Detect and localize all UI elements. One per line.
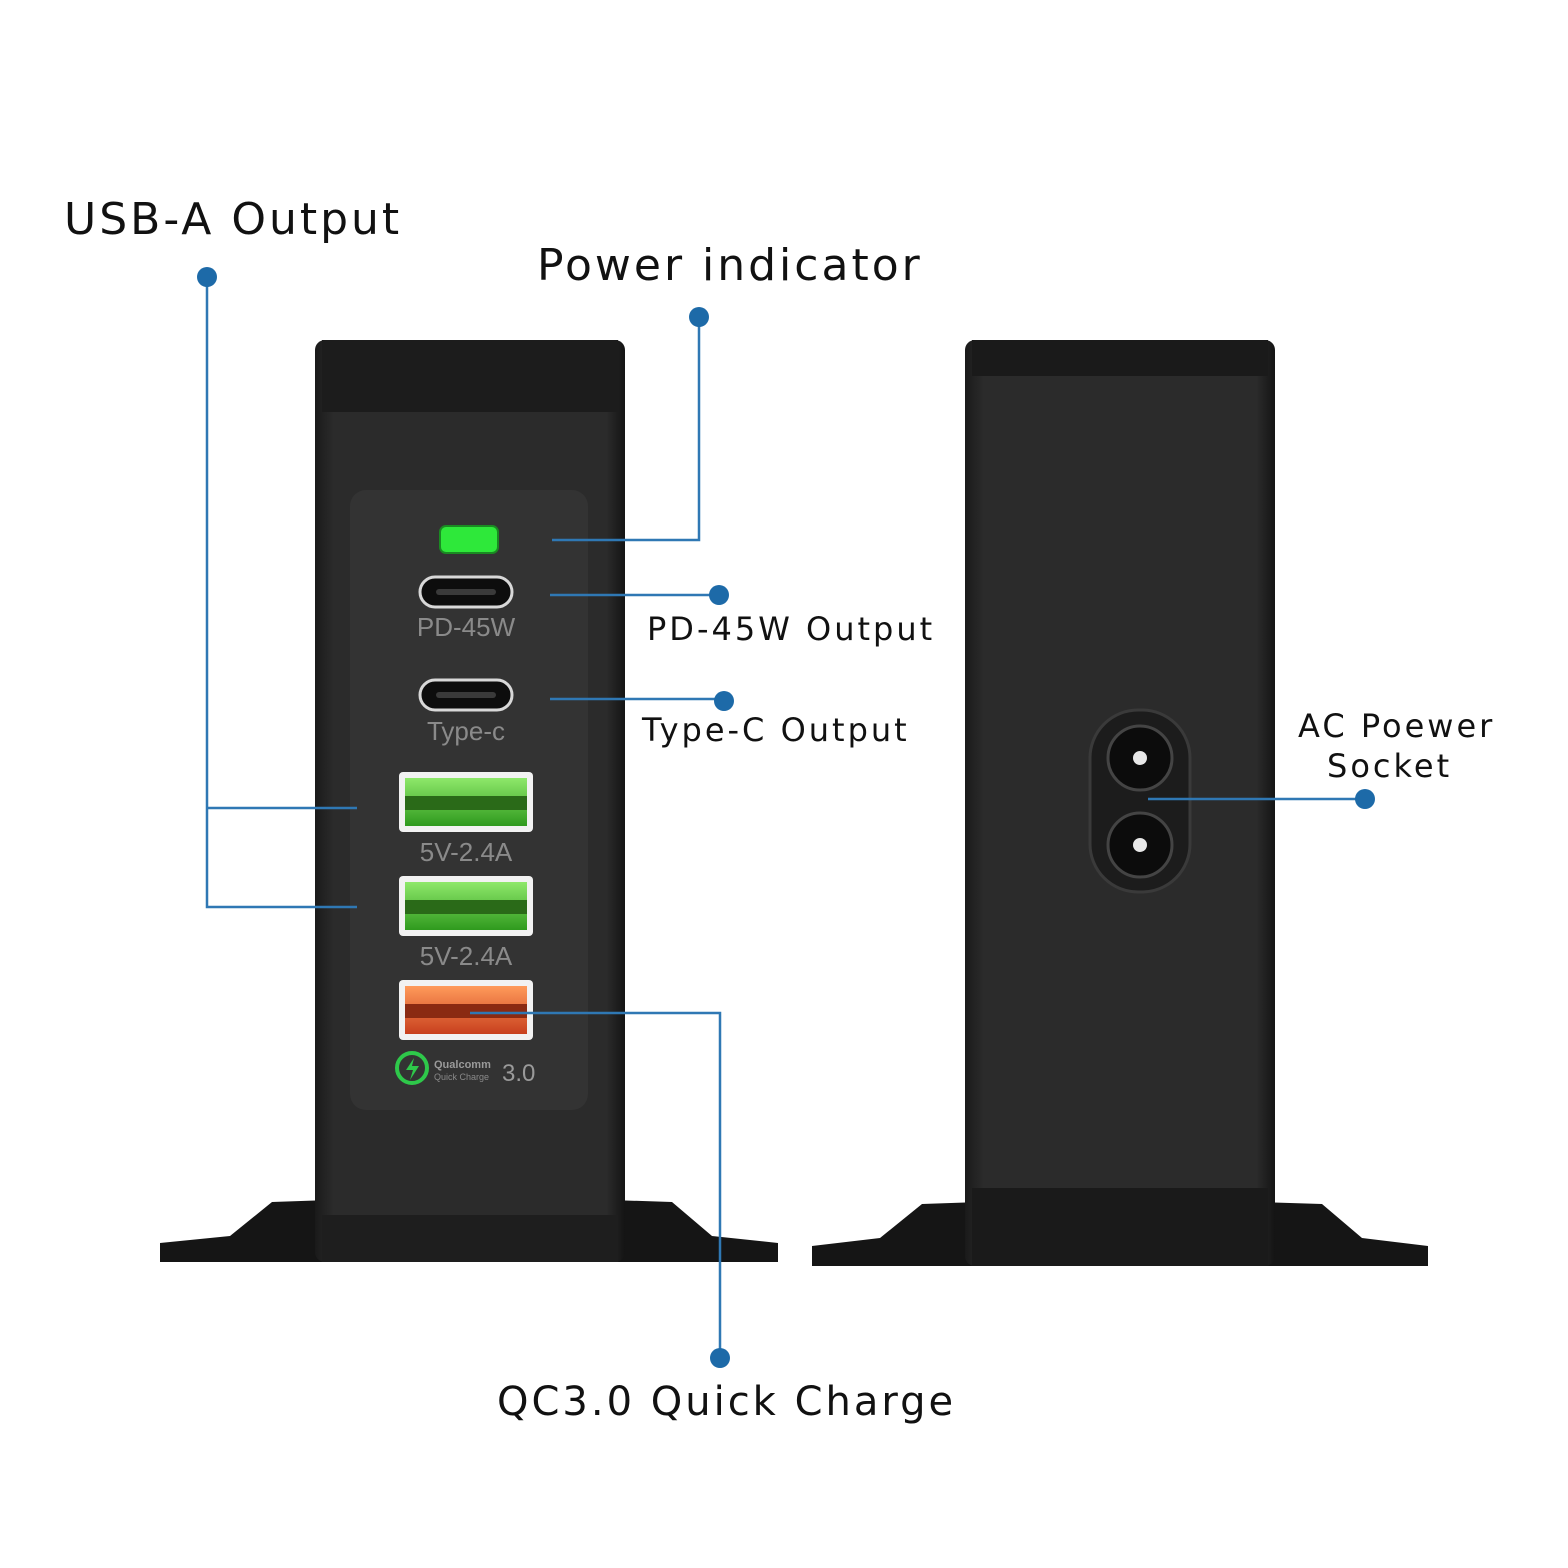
pd-output-leader-dot [709, 585, 729, 605]
front-stand [160, 1200, 330, 1262]
pd-output-label: PD-45W Output [647, 610, 935, 648]
power-indicator-label: Power indicator [537, 240, 923, 291]
qc-quick-charge-label: QC3.0 Quick Charge [497, 1379, 956, 1425]
back-stand-right [1260, 1202, 1428, 1266]
ac-socket-pin-bottom-hole [1133, 838, 1147, 852]
qc-logo-sub: Quick Charge [434, 1072, 489, 1082]
usb-a-port-1-contacts [405, 796, 527, 810]
usb-a-port-1-label: 5V-2.4A [420, 837, 513, 867]
usb-a-leader-line [205, 277, 357, 909]
ac-power-socket [1088, 708, 1192, 894]
ac-socket-label-line1: AC Poewer [1298, 707, 1495, 745]
usb-a-port-2-contacts [405, 900, 527, 914]
front-stand-right [610, 1200, 778, 1262]
ac-socket-leader-dot [1355, 789, 1375, 809]
back-stand-left [812, 1202, 980, 1266]
type-c-tongue [436, 692, 496, 698]
qc-leader-dot [710, 1348, 730, 1368]
pd-port-label: PD-45W [417, 612, 516, 642]
back-charger-unit [812, 340, 1428, 1266]
power-indicator-leader-line [552, 317, 701, 542]
usb-a-output-label: USB-A Output [64, 194, 402, 245]
qc-logo-icon [395, 1051, 429, 1085]
type-c-port-label: Type-c [427, 716, 505, 746]
qc-logo-bolt [406, 1058, 419, 1080]
qualcomm-qc-logo: Qualcomm Quick Charge 3.0 [395, 1051, 535, 1087]
ac-socket-label-line2: Socket [1327, 747, 1452, 785]
power-indicator-leader-dot [689, 307, 709, 327]
back-tower-top-band [972, 340, 1268, 376]
usb-a-port-2-label: 5V-2.4A [420, 941, 513, 971]
usb-a-leader-dot [197, 267, 217, 287]
type-c-output-leader-dot [714, 691, 734, 711]
front-tower-bottom-band [322, 1215, 618, 1262]
leader-lines [197, 267, 1375, 1368]
pd-usb-c-tongue [436, 589, 496, 595]
qc-logo-version: 3.0 [502, 1060, 535, 1087]
qc-logo-brand: Qualcomm [434, 1059, 491, 1071]
qc-leader-line [470, 1011, 722, 1358]
type-c-output-label: Type-C Output [641, 711, 910, 749]
front-tower-top-band [322, 340, 618, 412]
ac-socket-pin-top-hole [1133, 751, 1147, 765]
power-led [439, 525, 499, 554]
front-charger-unit: PD-45W Type-c 5V-2.4A 5V-2.4A Qualcomm Q… [160, 340, 778, 1262]
callout-labels: USB-A Output Power indicator PD-45W Outp… [64, 194, 1495, 1425]
back-tower-bottom-band [972, 1188, 1268, 1266]
qc-usb-a-port-contacts [405, 1004, 527, 1018]
